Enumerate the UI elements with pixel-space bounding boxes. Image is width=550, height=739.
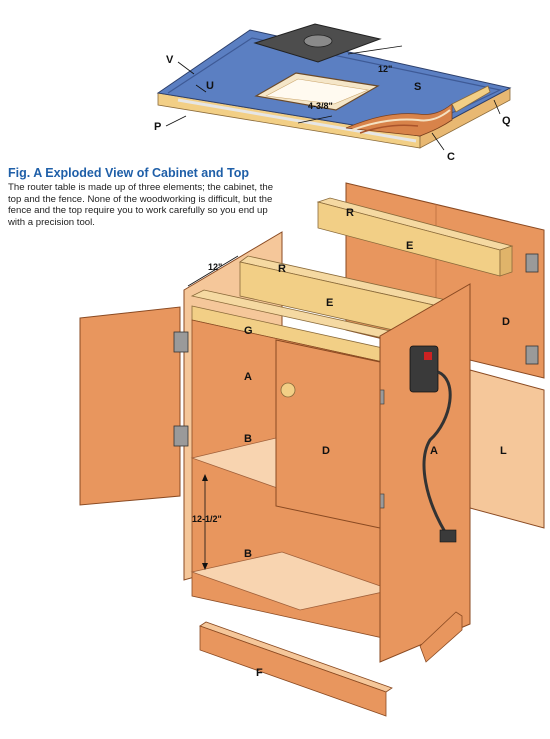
insert-plate-hole (303, 34, 333, 48)
label-top-u: U (206, 80, 214, 92)
label-top-s: S (414, 81, 421, 93)
label-top-c: C (447, 151, 455, 163)
label-fence-r: R (346, 207, 354, 219)
label-top-p: P (154, 121, 161, 133)
label-cab-r: R (278, 263, 286, 275)
hinge-icon (173, 331, 189, 353)
dim-top-opening: 4-3/8" (308, 101, 333, 111)
fence-end (499, 245, 513, 277)
label-cab-e: E (326, 297, 333, 309)
caption-body: The router table is made up of three ele… (8, 182, 274, 228)
label-back-d: D (502, 316, 510, 328)
table-top-assembly: V U P S Q C 12" 4-3/8" (154, 23, 512, 163)
hinge-icon (525, 253, 539, 273)
dim-top-offset: 12" (378, 64, 392, 74)
kickboard-f-face (199, 625, 387, 717)
doors: D (79, 306, 381, 529)
cabinet-assembly: 12-1/2" 12" R E G A B B A (183, 231, 471, 663)
label-door-d: D (322, 445, 330, 457)
label-cab-a-left: A (244, 371, 252, 383)
label-cab-a-right: A (430, 445, 438, 457)
front-door (275, 339, 381, 529)
door-knob (280, 382, 296, 398)
hinge-icon (525, 345, 539, 365)
cord-plug (439, 529, 457, 543)
kickboard-side (419, 611, 463, 663)
kickboards: F (199, 611, 463, 717)
label-cab-g: G (244, 325, 253, 337)
caption-title: Fig. A Exploded View of Cabinet and Top (8, 166, 249, 180)
hinge-icon (173, 425, 189, 447)
label-back-l: L (500, 445, 507, 457)
figure-caption: Fig. A Exploded View of Cabinet and Top … (8, 166, 278, 228)
label-fence-e: E (406, 240, 413, 252)
label-top-v: V (166, 54, 174, 66)
label-kick-f: F (256, 667, 263, 679)
switch-indicator (424, 352, 432, 360)
top-miter-track (177, 98, 417, 143)
back-panel-lower (469, 369, 545, 529)
top-edge-strip (451, 85, 491, 113)
dim-cabinet-depth: 12" (208, 262, 222, 272)
label-cab-b-lower: B (244, 548, 252, 560)
power-cord (422, 370, 452, 541)
label-top-q: Q (502, 115, 511, 127)
left-door (79, 306, 181, 506)
label-cab-b-upper: B (244, 433, 252, 445)
dim-shelf-height: 12-1/2" (192, 514, 222, 524)
